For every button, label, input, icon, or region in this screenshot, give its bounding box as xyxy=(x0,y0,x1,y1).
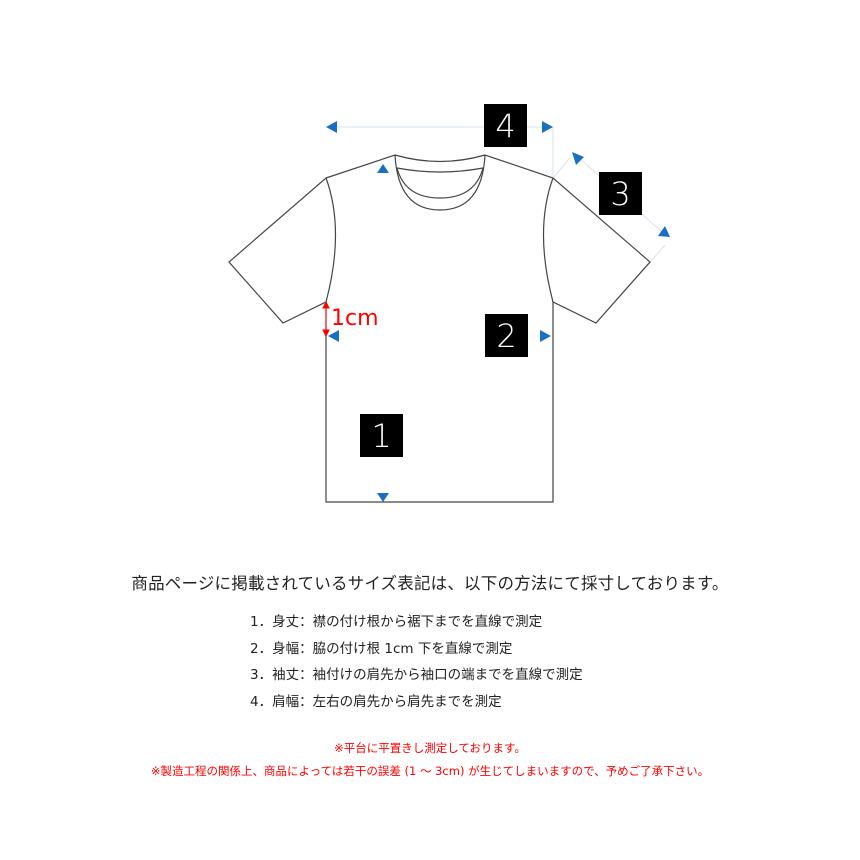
label-shoulder-width: 4 xyxy=(484,104,527,147)
offset-label: 1cm xyxy=(331,306,379,331)
arrow-right-icon xyxy=(540,330,551,342)
arrow-downright-icon xyxy=(658,226,670,237)
arrow-left-icon xyxy=(326,121,337,133)
tshirt-outline xyxy=(228,154,651,503)
size-diagram: 4 3 2 1 1cm xyxy=(228,104,670,503)
note-tolerance: ※製造工程の関係上、商品によっては若干の誤差 (1 ～ 3cm) が生じてしまい… xyxy=(150,764,710,778)
label-sleeve-length: 3 xyxy=(599,172,642,215)
measurement-arrows xyxy=(326,121,670,502)
offset-marker xyxy=(322,300,330,338)
arrow-left-icon xyxy=(328,330,339,342)
note-flat-measure: ※平台に平置きし測定しております。 xyxy=(334,741,526,755)
step-shoulder-width: 4．肩幅：左右の肩先から肩先までを測定 xyxy=(250,693,502,710)
arrow-right-icon xyxy=(542,121,553,133)
arrow-down-icon xyxy=(377,493,389,502)
tshirt-illustration xyxy=(228,121,670,503)
step-body-length: 1．身丈：襟の付け根から裾下までを直線で測定 xyxy=(250,614,543,630)
step-body-width: 2．身幅：脇の付け根 1cm 下を直線で測定 xyxy=(250,640,513,657)
label-body-length: 1 xyxy=(360,414,403,457)
measurement-steps: 1．身丈：襟の付け根から裾下までを直線で測定 2．身幅：脇の付け根 1cm 下を… xyxy=(250,612,583,718)
intro-text: 商品ページに掲載されているサイズ表記は、以下の方法にて採寸しております。 xyxy=(131,574,729,593)
arrow-up-icon xyxy=(377,164,389,173)
arrow-upleft-icon xyxy=(572,152,584,165)
label-body-width: 2 xyxy=(485,314,528,357)
step-sleeve-length: 3．袖丈：袖付けの肩先から袖口の端までを直線で測定 xyxy=(250,667,583,683)
